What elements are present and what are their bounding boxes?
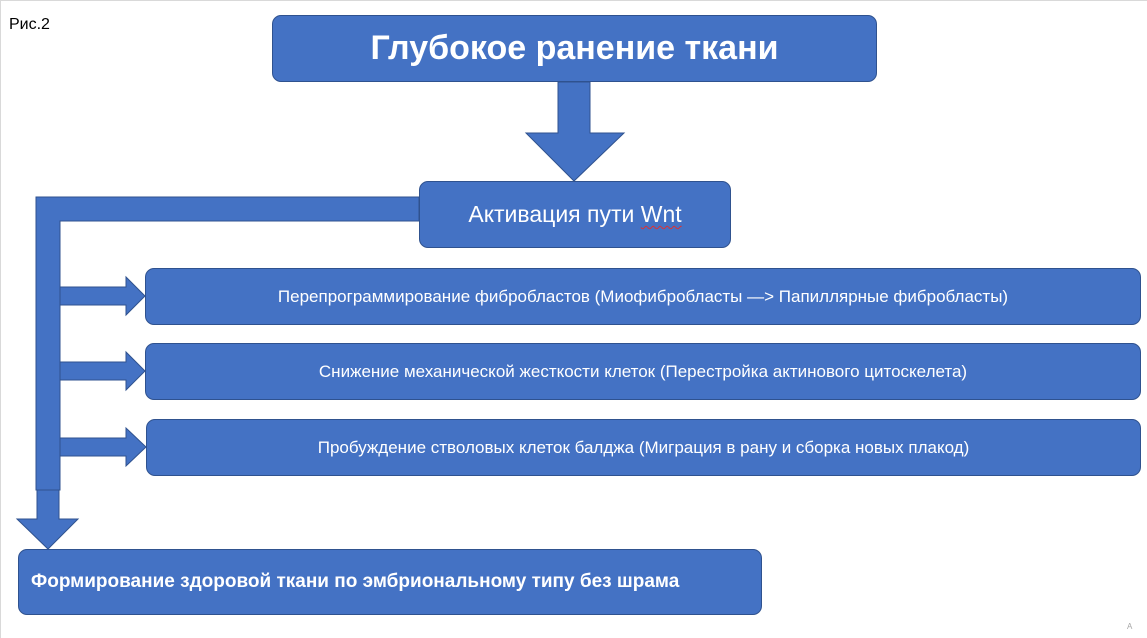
arrow-to-step-3 xyxy=(59,426,147,468)
arrow-to-result xyxy=(15,489,80,550)
root-node-box: Глубокое ранение ткани xyxy=(272,15,877,82)
step-node-label-3: Пробуждение стволовых клеток балджа (Миг… xyxy=(317,437,970,457)
result-node-box: Формирование здоровой ткани по эмбрионал… xyxy=(18,549,762,615)
corner-mark: A xyxy=(1127,622,1133,631)
root-node-label: Глубокое ранение ткани xyxy=(370,29,779,67)
wnt-keyword: Wnt xyxy=(640,201,682,227)
step-node-label-2: Снижение механической жесткости клеток (… xyxy=(318,361,968,381)
arrow-to-step-1 xyxy=(59,275,146,317)
step-node-label-1: Перепрограммирование фибробластов (Миофи… xyxy=(277,286,1009,306)
figure-label: Рис.2 xyxy=(9,16,50,33)
arrow-to-step-2 xyxy=(59,350,146,392)
frame-top-edge xyxy=(0,0,1147,1)
activation-node-box: Активация пути Wnt xyxy=(419,181,731,248)
frame-left-edge xyxy=(0,0,1,638)
arrow-title-to-activation xyxy=(524,81,626,182)
activation-node-label: Активация пути Wnt xyxy=(468,201,681,228)
step-node-box-2: Снижение механической жесткости клеток (… xyxy=(145,343,1141,400)
step-node-box-3: Пробуждение стволовых клеток балджа (Миг… xyxy=(146,419,1141,476)
result-node-label: Формирование здоровой ткани по эмбрионал… xyxy=(31,571,680,592)
activation-prefix-text: Активация пути xyxy=(468,201,641,227)
step-node-box-1: Перепрограммирование фибробластов (Миофи… xyxy=(145,268,1141,325)
